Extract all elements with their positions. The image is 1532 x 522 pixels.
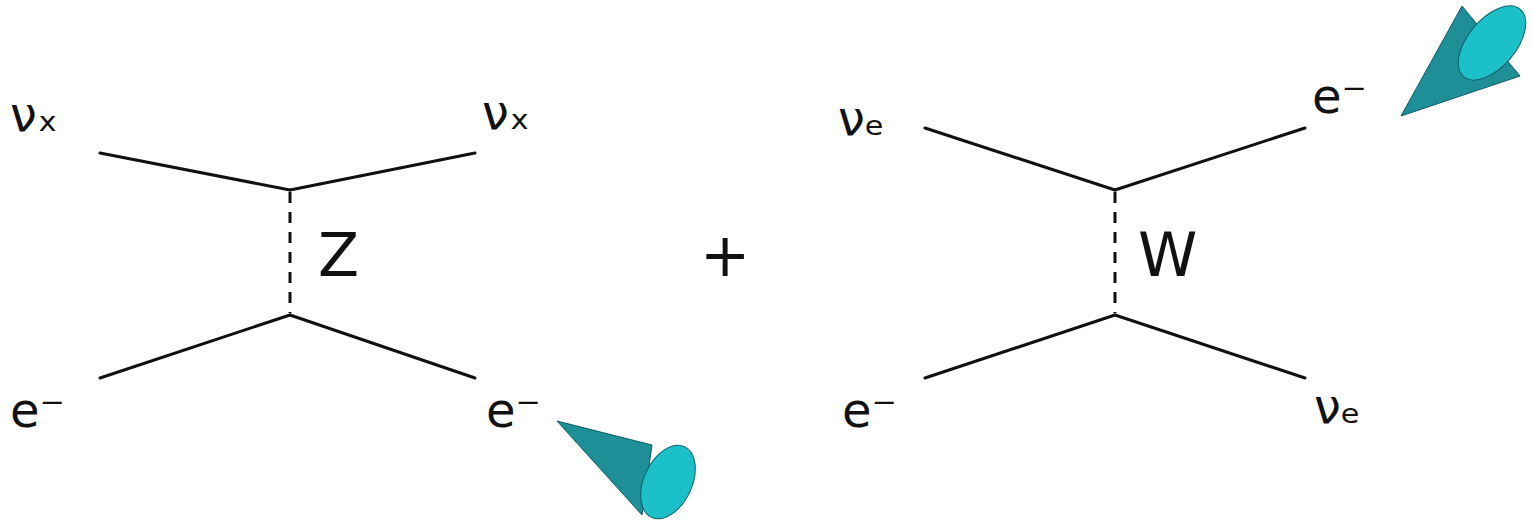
boson-line xyxy=(1114,192,1117,313)
boson-label: Z xyxy=(318,222,359,288)
particle-label: e⁻ xyxy=(842,384,897,437)
fermion-line xyxy=(1115,128,1305,190)
boson-label: W xyxy=(1138,222,1197,288)
particle-label: νₓ xyxy=(10,88,58,141)
fermion-line xyxy=(1115,315,1305,378)
particle-label: e⁻ xyxy=(10,384,65,437)
particle-label: νₑ xyxy=(838,92,885,145)
fermion-line xyxy=(100,315,290,378)
fermion-line xyxy=(925,128,1115,190)
cone-body xyxy=(557,421,652,515)
fermion-line xyxy=(925,315,1115,378)
plus-sign: + xyxy=(700,222,750,288)
boson-line xyxy=(289,192,292,313)
cone-base xyxy=(630,437,706,522)
particle-label: e⁻ xyxy=(1312,70,1367,123)
cherenkov-cone xyxy=(1401,0,1532,116)
particle-label: νₓ xyxy=(482,86,530,139)
fermion-line xyxy=(290,153,475,190)
cherenkov-cone xyxy=(557,421,706,522)
particle-label: νₑ xyxy=(1314,380,1361,433)
particle-label: e⁻ xyxy=(486,384,541,437)
fermion-line xyxy=(290,315,475,378)
fermion-line xyxy=(100,153,290,190)
cone-base xyxy=(1445,0,1532,92)
